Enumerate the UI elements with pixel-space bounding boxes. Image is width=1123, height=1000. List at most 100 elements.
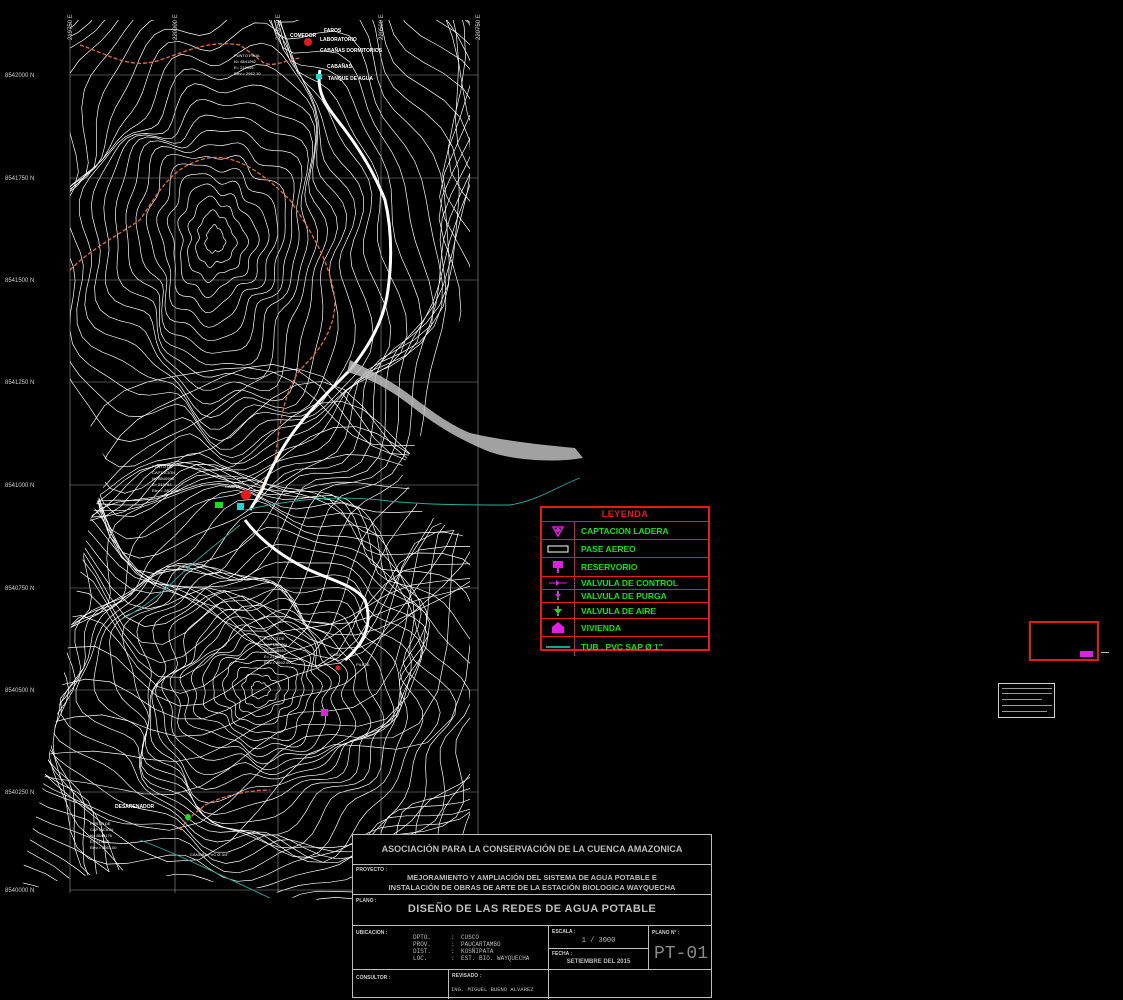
escala-fecha-cell: ESCALA : 1 / 3000 FECHA : SETIEMBRE DEL … [549,926,649,969]
viewport-tick [1101,652,1109,653]
label-cabanas-dormitorios: CABAÑAS DORMITORIOS [320,47,383,54]
contour-line [195,209,238,268]
contour-line [135,142,295,354]
label-comedor: COMEDOR [290,33,317,39]
ubicacion-colon: : [451,941,455,948]
label-casa: CASA [330,652,341,657]
ubicacion-key: LOC. [413,955,428,962]
viewport-marker [1080,651,1093,657]
ubicacion-label: UBICACION : [356,930,388,936]
easting-label: 220250 E [276,14,282,40]
sheet-thumbnail [998,683,1055,718]
easting-label: 220000 E [173,14,179,40]
contour-line [78,64,338,418]
contour-line [20,20,470,720]
contour-line [20,20,470,661]
desarenador-marker [185,814,191,820]
title-block-consultor-row: CONSULTOR : REVISADO : ING. MIGUEL BUENO… [353,970,711,999]
plano-numero-label: PLANO N° : [652,930,680,936]
label-captacion-3: PUNTO DE [90,821,111,826]
label-captacion-3: CAPTACIÓN [90,827,113,832]
label-cabanas: CABAÑAS [327,63,353,70]
valvula-control-icon [542,577,575,589]
contour-line [91,83,329,405]
revisado-label: REVISADO : [452,973,482,979]
label-faros: FAROS [324,28,342,34]
legend-item-label: VALVULA DE PURGA [581,591,667,601]
proyecto-line-1: MEJORAMIENTO Y AMPLIACIÓN DEL SISTEMA DE… [407,873,657,882]
legend-item: VALVULA DE PURGA [542,590,708,603]
label-captacion-3: E= 219663 [90,839,110,844]
label-punto-final: N= 8541992 [234,59,257,64]
access-trail [69,43,336,831]
escala-label: ESCALA : [552,929,576,935]
contour-line [145,153,286,342]
consultor-cell: CONSULTOR : [353,970,449,999]
contour-line [20,20,470,667]
contour-line [20,20,470,862]
contour-line [125,129,303,366]
sheet-line [1002,711,1047,712]
ubicacion-value: PAUCARTAMBO [461,941,501,948]
revisado-cell: REVISADO : ING. MIGUEL BUENO ALVAREZ [449,970,549,999]
valvula-marker [335,665,341,671]
legend-item-label: VALVULA DE AIRE [581,605,657,616]
northing-label: 8541000 N [5,483,34,489]
northing-label: 8542000 N [5,73,34,79]
fecha-label: FECHA : [552,951,573,957]
contour-line [20,20,470,737]
ubicacion-row: PROV.: PAUCARTAMBO [413,941,529,948]
easting-label: 220750 E [476,14,482,40]
label-laboratorio: LABORATORIO [320,37,357,43]
label-captacion-1: PUNTO DE [152,464,173,469]
legend-item: CAPTACION LADERA [542,522,708,540]
fecha-value: SETIEMBRE DEL 2015 [566,959,631,965]
pvc-pipe-line [119,477,581,899]
sheet-line [1002,699,1042,700]
water-main-pipe [243,69,393,662]
title-block-project-row: PROYECTO : MEJORAMIENTO Y AMPLIACIÓN DEL… [353,865,711,895]
legend-item-label: RESERVORIO [581,562,638,572]
label-captacion-2: PUNTO DE [264,636,285,641]
contour-line [187,195,249,283]
northing-label: 8541250 N [5,380,34,386]
contour-line [20,20,470,763]
legend-item-label: CAPTACION LADERA [581,525,669,536]
tanque-marker [316,74,322,79]
proyecto-line-2: INSTALACIÓN DE OBRAS DE ARTE DE LA ESTAC… [388,883,676,892]
sheet-line [1002,705,1052,706]
legend-item: RESERVORIO [542,558,708,577]
label-captacion-1: E= 219753 [152,482,172,487]
vivienda-marker [304,38,312,46]
coordinate-grid [69,22,479,893]
title-block-org-row: ASOCIACIÓN PARA LA CONSERVACIÓN DE LA CU… [353,835,711,865]
escala-value: 1 / 3000 [581,937,616,945]
northing-label: 8540250 N [5,790,34,796]
legend-item-label: VIVIENDA [581,622,622,633]
label-captacion-2: Elev.= 2692.00 [264,660,291,665]
contour-line [20,461,470,900]
northing-label: 8540750 N [5,586,34,592]
contour-line [20,20,470,650]
ubicacion-colon: : [451,934,455,941]
label-cabina: CABINA [225,484,240,489]
contour-line [20,20,470,667]
northing-label: 8541750 N [5,176,34,182]
label-captacion-3: Elev.= 2663.00 [90,845,117,850]
pase-aereo-icon [542,540,575,557]
landslide-area [347,360,583,461]
label-captacion-2: E= 219872 [264,654,284,659]
ubicacion-key: PROV. [413,941,432,948]
contour-line [20,20,470,694]
easting-label: 219750 E [68,14,74,40]
plano-numero-value: PT-01 [653,944,708,964]
label-punto-final: Elev.= 2962.10 [234,71,261,76]
label-punto-final: E= 219999 [234,65,254,70]
contour-line [20,20,460,574]
legend-item-label: TUB . PVC SAP Ø 1" [581,641,663,652]
contour-line [177,183,260,299]
legend-item: TUB . PVC SAP Ø 1" [542,637,708,656]
consultor-label: CONSULTOR : [356,975,391,981]
